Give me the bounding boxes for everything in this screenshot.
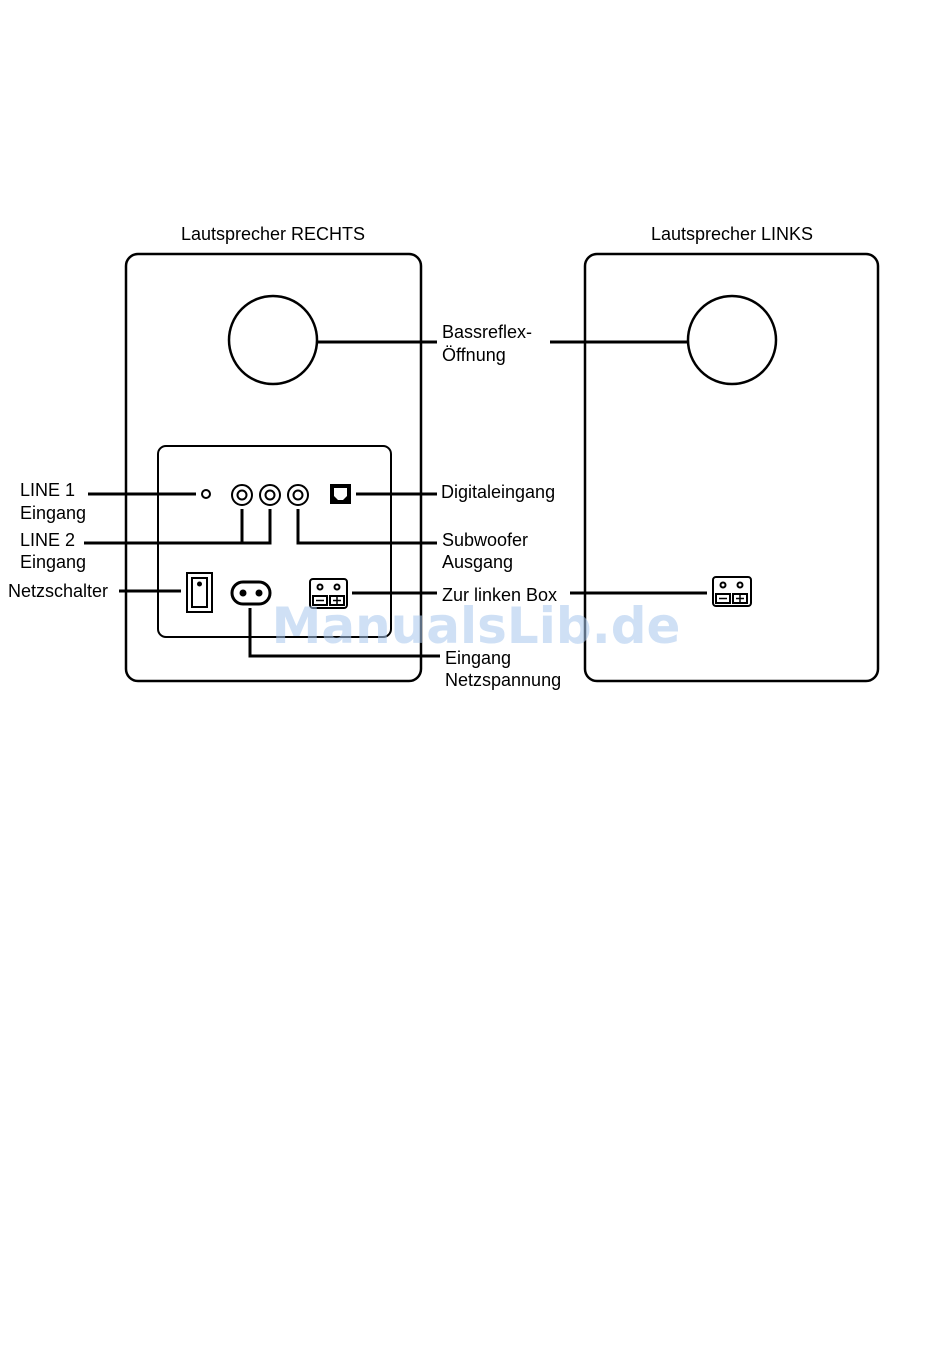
bassreflex-label-line1: Bassreflex- [442, 322, 532, 342]
eingang-netzspannung-label-line2: Netzspannung [445, 670, 561, 690]
line2-input-rca-right [260, 485, 280, 505]
netzschalter-label: Netzschalter [8, 581, 108, 601]
subwoofer-output-rca [288, 485, 308, 505]
left-speaker-title: Lautsprecher LINKS [651, 224, 813, 244]
line1-label-line1: LINE 1 [20, 480, 75, 500]
watermark: ManualsLib.de [272, 597, 681, 655]
digitaleingang-label: Digitaleingang [441, 482, 555, 502]
line2-input-rca-left [232, 485, 252, 505]
right-bass-reflex-port [229, 296, 317, 384]
optical-digital-input [330, 484, 351, 504]
subwoofer-label-line1: Subwoofer [442, 530, 528, 550]
right-speaker-title: Lautsprecher RECHTS [181, 224, 365, 244]
subwoofer-leader [298, 509, 437, 543]
line2-label-line2: Eingang [20, 552, 86, 572]
line2-label-line1: LINE 2 [20, 530, 75, 550]
speaker-in-terminal [713, 577, 751, 606]
subwoofer-label-line2: Ausgang [442, 552, 513, 572]
mains-power-inlet [232, 582, 270, 604]
line1-label-line2: Eingang [20, 503, 86, 523]
left-bass-reflex-port [688, 296, 776, 384]
line2-leader [84, 509, 270, 543]
power-switch [187, 573, 212, 612]
bassreflex-label-line2: Öffnung [442, 345, 506, 365]
line1-input-jack [202, 490, 210, 498]
